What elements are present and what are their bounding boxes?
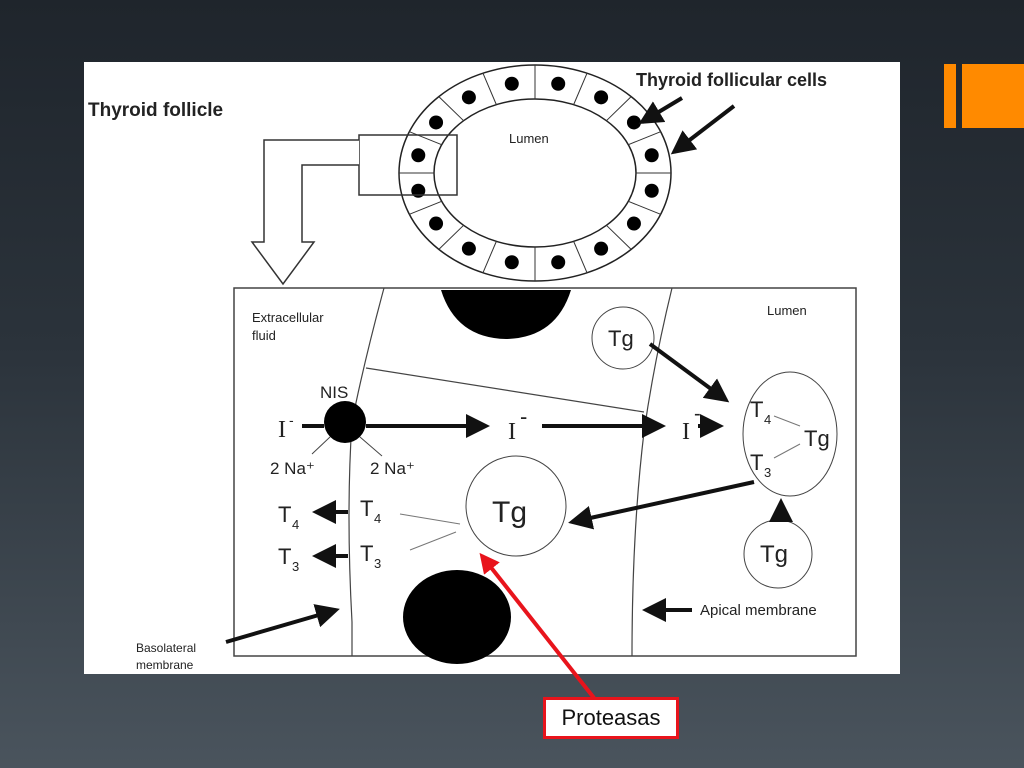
- nis-line-left: [311, 436, 331, 455]
- tg-right-label: Tg: [804, 426, 830, 451]
- follicle-cell-divider: [438, 96, 464, 122]
- follicle-nucleus: [626, 216, 641, 231]
- tg-bottom-label: Tg: [760, 541, 788, 568]
- diagram-canvas: Lumen Thyroid follicle Thyroid follicula…: [88, 64, 857, 672]
- nis-line-right: [359, 436, 383, 457]
- cell-lumen-label: Lumen: [767, 303, 807, 318]
- t3-out-sub: 3: [292, 559, 299, 574]
- t4-inner-label: T: [360, 496, 373, 521]
- follicle-cell-divider: [409, 131, 442, 146]
- proteases-callout: Proteasas: [543, 697, 679, 739]
- follicle-nucleus: [411, 148, 426, 163]
- nucleus-bottom: [403, 570, 511, 664]
- sodium-left-label: 2 Na⁺: [270, 459, 315, 478]
- follicle-cell-divider: [628, 131, 661, 146]
- thyroid-follicle-label: Thyroid follicle: [88, 100, 223, 121]
- follicle-cell-divider: [573, 241, 588, 273]
- follicle-nucleus: [461, 241, 476, 256]
- follicle-nucleus: [626, 115, 641, 130]
- follicle: Lumen: [398, 64, 672, 282]
- basolateral-label-2: membrane: [136, 658, 194, 672]
- tg-iodinated-ellipse: [742, 371, 838, 497]
- tg-cluster-line-2: [773, 443, 801, 459]
- accent-bar-thin: [944, 64, 956, 128]
- follicle-nucleus: [644, 183, 659, 198]
- iodide-mid-label: I: [508, 419, 516, 445]
- iodide-mid-charge: -: [520, 404, 527, 429]
- tg-center-label: Tg: [492, 496, 527, 529]
- follicle-cell-dividers: [399, 65, 671, 281]
- extracellular-fluid-label-2: fluid: [252, 328, 276, 343]
- t4-release-line: [399, 513, 461, 525]
- tg-top-arrow: [648, 342, 730, 403]
- cell-boundary-line: [365, 367, 645, 413]
- follicle-cell-divider: [606, 96, 632, 122]
- t3-inner-sub: 3: [374, 556, 381, 571]
- follicle-inner-ring: [433, 98, 637, 248]
- follicle-lumen-label: Lumen: [509, 131, 549, 146]
- nucleus-top: [441, 290, 571, 339]
- follicle-cell-divider: [482, 73, 497, 105]
- extracellular-fluid-label-1: Extracellular: [252, 310, 324, 325]
- accent-bar-wide: [962, 64, 1024, 128]
- tg-cluster-t4-sub: 4: [764, 412, 771, 427]
- nis-transporter: [324, 401, 366, 443]
- tg-cluster-t3-sub: 3: [764, 465, 771, 480]
- t4-inner-sub: 4: [374, 511, 381, 526]
- tg-endocytosis-arrow: [568, 480, 755, 530]
- t4-out-sub: 4: [292, 517, 299, 532]
- follicle-cell-divider: [482, 241, 497, 273]
- follicle-nucleus: [551, 76, 566, 91]
- tg-cluster-t4: T: [750, 397, 763, 422]
- follicle-nucleus: [504, 76, 519, 91]
- sodium-right-label: 2 Na⁺: [370, 459, 415, 478]
- follicle-nucleus: [504, 255, 519, 270]
- t4-out-label: T: [278, 502, 291, 527]
- iodide-left-label: I: [278, 417, 286, 443]
- follicle-cell-divider: [409, 200, 442, 215]
- follicular-cells-arrow-2: [670, 104, 736, 155]
- follicle-nucleus: [429, 216, 444, 231]
- t3-out-label: T: [278, 544, 291, 569]
- follicle-nucleus: [644, 148, 659, 163]
- follicle-nucleus: [594, 241, 609, 256]
- nis-label: NIS: [320, 383, 348, 402]
- zoom-arrow: [250, 139, 359, 286]
- proteases-callout-label: Proteasas: [561, 705, 661, 730]
- follicle-nucleus: [461, 90, 476, 105]
- iodide-right-charge: -: [694, 403, 701, 425]
- follicle-nucleus: [429, 115, 444, 130]
- basolateral-label-1: Basolateral: [136, 641, 196, 655]
- basolateral-membrane-arrow: [225, 604, 340, 644]
- tg-top-label: Tg: [608, 326, 634, 351]
- iodide-left-charge: -: [289, 412, 294, 428]
- iodide-right-label: I: [682, 419, 690, 445]
- follicle-nucleus: [594, 90, 609, 105]
- t3-inner-label: T: [360, 541, 373, 566]
- thyroid-diagram: Lumen Thyroid follicle Thyroid follicula…: [84, 62, 900, 674]
- tg-cluster-t3: T: [750, 450, 763, 475]
- follicular-cells-arrow-1: [638, 96, 684, 125]
- follicular-cells-label: Thyroid follicular cells: [636, 70, 827, 90]
- tg-cluster-line-1: [773, 415, 801, 427]
- follicle-cell-divider: [606, 224, 632, 250]
- follicle-cell-divider: [573, 73, 588, 105]
- follicle-cell-divider: [438, 224, 464, 250]
- follicle-nuclei: [411, 76, 659, 270]
- t3-release-line: [409, 531, 457, 551]
- follicle-nucleus: [551, 255, 566, 270]
- apical-membrane-label: Apical membrane: [700, 602, 817, 619]
- tg-top-circle: [591, 306, 655, 370]
- follicle-cell-divider: [628, 200, 661, 215]
